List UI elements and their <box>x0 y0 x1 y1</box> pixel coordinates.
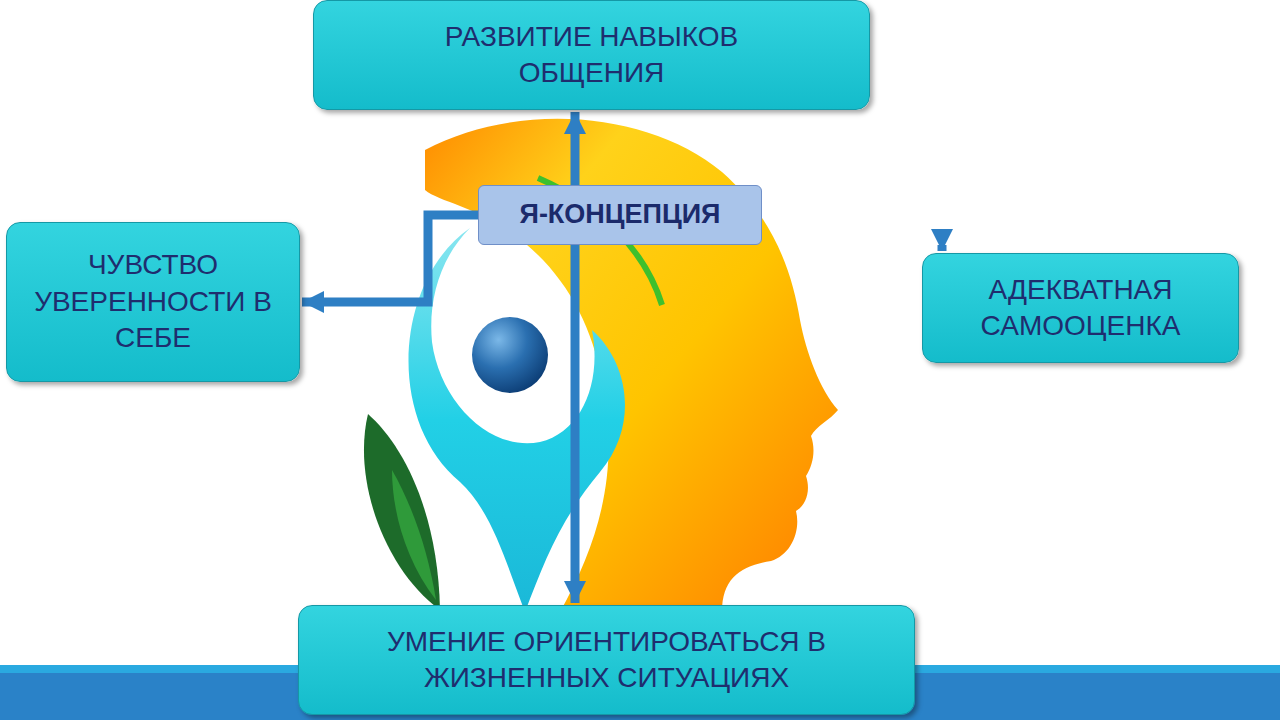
figure-body <box>409 228 625 612</box>
box-label: Я-КОНЦЕПЦИЯ <box>519 197 720 232</box>
block-arrow <box>571 112 580 185</box>
box-label: ЧУВСТВО УВЕРЕННОСТИ В СЕБЕ <box>18 247 288 356</box>
outcome-box: ЧУВСТВО УВЕРЕННОСТИ В СЕБЕ <box>6 222 300 382</box>
text-stack: Я-КОНЦЕПЦИЯ <box>519 197 720 232</box>
head-profile <box>425 119 838 612</box>
box-label: РАЗВИТИЕ НАВЫКОВ ОБЩЕНИЯ <box>437 19 747 92</box>
text-stack: УМЕНИЕ ОРИЕНТИРОВАТЬСЯ В ЖИЗНЕННЫХ СИТУА… <box>337 624 877 697</box>
figure-head <box>472 317 548 393</box>
text-stack: РАЗВИТИЕ НАВЫКОВ ОБЩЕНИЯ <box>437 19 747 92</box>
block-arrow <box>938 245 947 251</box>
concept-box: Я-КОНЦЕПЦИЯ <box>478 185 762 245</box>
outcome-box: УМЕНИЕ ОРИЕНТИРОВАТЬСЯ В ЖИЗНЕННЫХ СИТУА… <box>298 605 915 715</box>
outcome-box: АДЕКВАТНАЯ САМООЦЕНКА <box>922 253 1239 363</box>
text-stack: АДЕКВАТНАЯ САМООЦЕНКА <box>936 272 1226 345</box>
text-stack: ЧУВСТВО УВЕРЕННОСТИ В СЕБЕ <box>18 247 288 356</box>
box-label: АДЕКВАТНАЯ САМООЦЕНКА <box>936 272 1226 345</box>
box-label: УМЕНИЕ ОРИЕНТИРОВАТЬСЯ В ЖИЗНЕННЫХ СИТУА… <box>337 624 877 697</box>
leaf <box>364 414 440 610</box>
outcome-box: РАЗВИТИЕ НАВЫКОВ ОБЩЕНИЯ <box>313 0 870 110</box>
block-arrow <box>571 245 580 603</box>
block-arrow <box>302 215 478 302</box>
leaf-light <box>392 470 436 600</box>
